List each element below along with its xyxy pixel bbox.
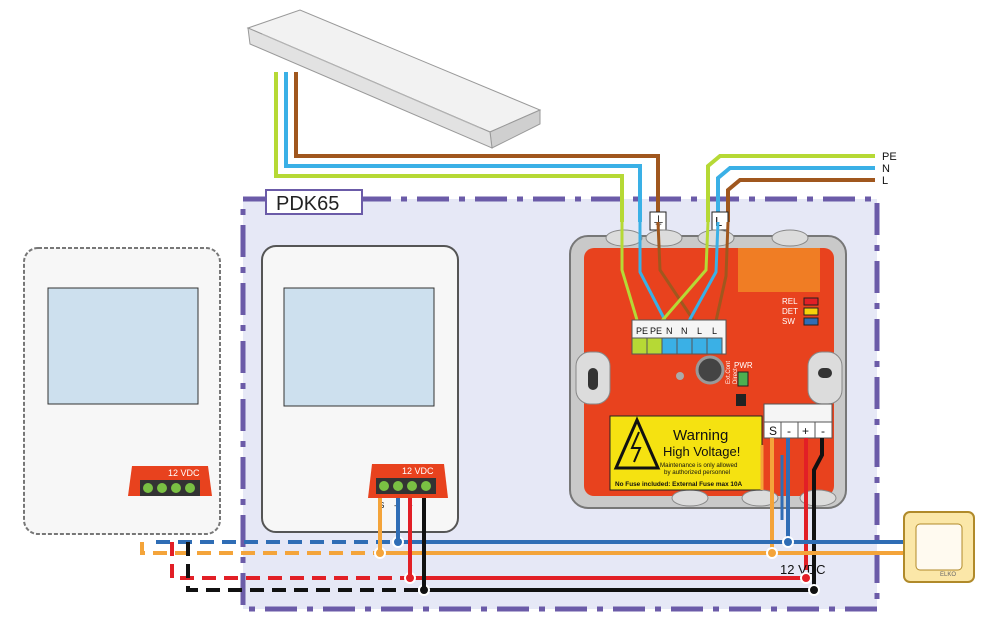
hv-term-1: PE bbox=[636, 326, 648, 336]
pwr-led-icon bbox=[737, 371, 749, 387]
hv-term-6: L bbox=[712, 326, 717, 336]
wall-switch bbox=[903, 511, 975, 583]
heater-n-wire bbox=[284, 72, 642, 222]
mains-pe-wire bbox=[706, 154, 875, 222]
led-det-label: DET bbox=[782, 307, 798, 316]
low-term-minus1: - bbox=[787, 424, 791, 438]
led-det-icon bbox=[803, 307, 819, 316]
low-term-plus: + bbox=[802, 424, 809, 438]
mains-pe-label: PE bbox=[882, 151, 897, 163]
direct-label: Direct bbox=[733, 368, 739, 384]
hv-term-5: L bbox=[697, 326, 702, 336]
jumper-icon bbox=[736, 394, 746, 406]
l-tag: L bbox=[715, 214, 722, 229]
led-rel-icon bbox=[803, 297, 819, 306]
sensor-left-connector-label: 12 VDC bbox=[168, 468, 200, 478]
warning-subtitle: High Voltage! bbox=[663, 444, 740, 459]
hv-term-4: N bbox=[681, 326, 688, 336]
led-rel-label: REL bbox=[782, 297, 798, 306]
sensor-left bbox=[23, 247, 221, 535]
switch-brand: ELKO bbox=[940, 572, 956, 578]
warning-note-1: Maintenance is only allowed bbox=[660, 462, 738, 469]
ext-cont-label: Ext.Cont bbox=[726, 361, 732, 384]
enclosure-border bbox=[240, 196, 880, 612]
led-sw-icon bbox=[803, 317, 819, 326]
heater-pe-wire bbox=[274, 72, 624, 222]
heater-l-wire bbox=[294, 72, 660, 222]
heater-terminal-symbol: ⏚ bbox=[652, 214, 665, 229]
mains-n-label: N bbox=[882, 163, 890, 175]
warning-footer: No Fuse included: External Fuse max 10A bbox=[615, 481, 743, 488]
mains-l-label: L bbox=[882, 175, 888, 187]
low-terminal-block: S - + - bbox=[763, 403, 833, 439]
heater bbox=[246, 9, 542, 149]
warning-note-2: by authorized personnel bbox=[664, 469, 730, 476]
warning-title: Warning bbox=[673, 427, 728, 444]
mains-n-wire bbox=[716, 166, 875, 222]
low-term-s: S bbox=[769, 424, 777, 438]
led-sw-label: SW bbox=[782, 317, 795, 326]
sensor-middle-connector-label: 12 VDC bbox=[402, 466, 434, 476]
hv-terminal-block: PE PE N N L L bbox=[631, 319, 727, 355]
hv-term-2: PE bbox=[650, 326, 662, 336]
hv-term-3: N bbox=[666, 326, 673, 336]
sensor-middle bbox=[261, 245, 459, 533]
pwr-label: PWR bbox=[734, 361, 753, 370]
mains-l-wire bbox=[726, 178, 875, 222]
pcb-relay bbox=[738, 248, 820, 292]
low-term-minus2: - bbox=[821, 424, 825, 438]
enclosure-label: PDK65 bbox=[276, 193, 339, 215]
high-voltage-icon bbox=[613, 416, 661, 470]
bus-label: 12 VDC bbox=[780, 562, 826, 577]
enclosure-label-box bbox=[265, 189, 363, 215]
sensor-pin-minus1: - bbox=[394, 501, 397, 510]
